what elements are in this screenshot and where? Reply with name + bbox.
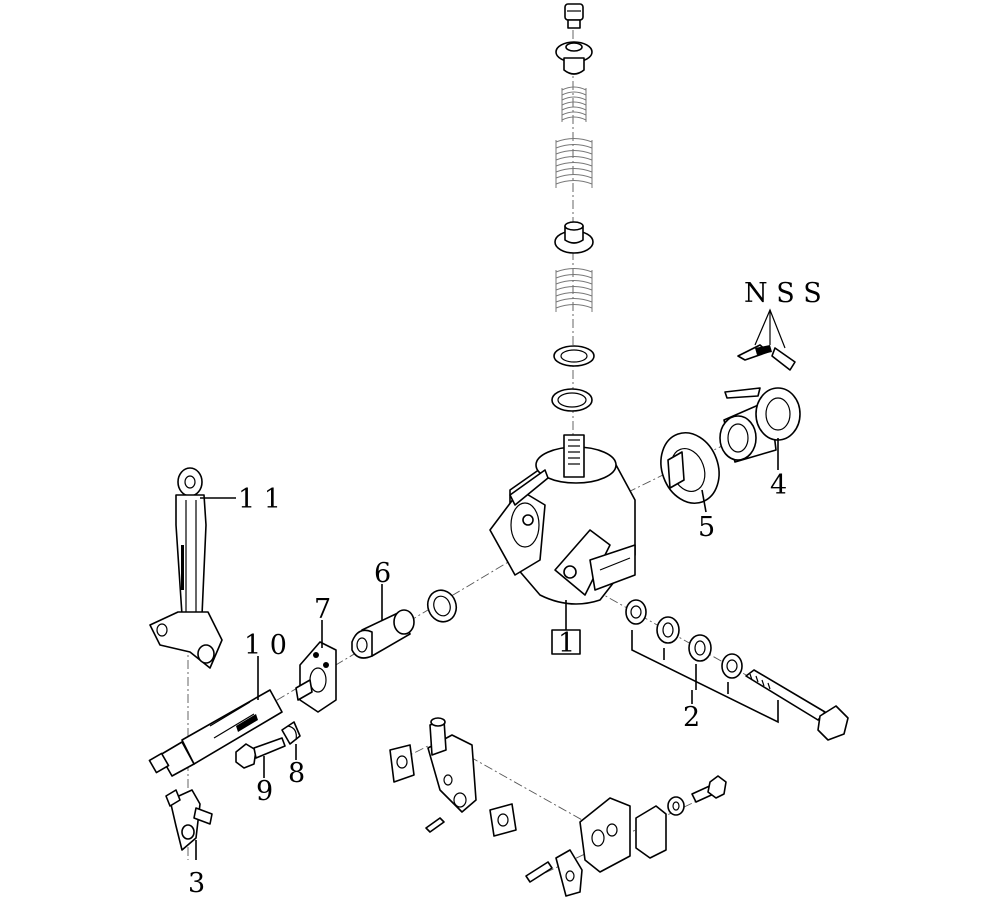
part-label-2: 2 (683, 702, 700, 733)
part-label-10: 1 0 (244, 630, 287, 661)
bottom-bracket-group (389, 717, 517, 837)
nss-clip (737, 308, 796, 371)
part-5-seal-ring (660, 432, 720, 513)
part-label-9: 9 (256, 776, 273, 807)
o-ring-upper (553, 345, 595, 367)
part-label-7: 7 (314, 594, 331, 625)
o-ring-lower (551, 388, 593, 412)
part-7-plate (295, 620, 337, 713)
part-label-4: 4 (770, 470, 787, 501)
part-4-bushing (719, 387, 801, 470)
part-6-bushing (351, 584, 415, 659)
part-2-bracket (631, 630, 779, 724)
spring-lower (555, 268, 593, 312)
spring-upper (561, 86, 587, 122)
part-2-washers (625, 599, 743, 679)
part-3-fork (165, 789, 213, 860)
top-screw (564, 3, 584, 29)
spring-cap (554, 221, 594, 254)
label-box-1: 1 (551, 600, 581, 659)
part-11-lever (149, 467, 236, 669)
part-label-11: 1 1 (238, 484, 281, 515)
part-label-8: 8 (288, 758, 305, 789)
part-2-long-bolt (745, 669, 849, 741)
part-9-bolt (235, 737, 286, 778)
snap-ring-left (426, 589, 458, 623)
bottom-right-plate (525, 775, 727, 897)
part-label-5: 5 (698, 512, 715, 543)
nss-label: N S S (744, 278, 822, 309)
spring-middle (555, 138, 593, 188)
top-cap (555, 41, 593, 75)
part-label-6: 6 (374, 558, 391, 589)
main-housing (489, 434, 636, 605)
part-label-1: 1 (558, 628, 575, 659)
part-10-shaft (148, 656, 283, 777)
part-label-3: 3 (188, 868, 205, 899)
part-8-clip (281, 721, 301, 760)
